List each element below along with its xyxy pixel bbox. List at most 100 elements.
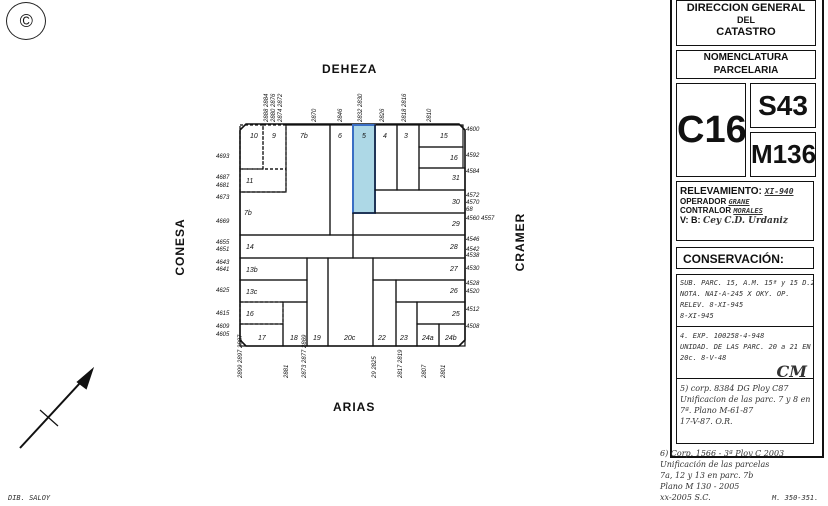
parcel-9[interactable] — [262, 124, 287, 170]
parcel-6[interactable] — [329, 124, 354, 236]
parcel-28[interactable] — [352, 234, 466, 259]
house-number: 4615 — [216, 311, 230, 317]
survey-box: RELEVAMIENTO: XI-940 OPERADOR GRANE CONT… — [676, 181, 814, 241]
parcel-label: 22 — [377, 335, 386, 342]
parcel-label: 4 — [383, 133, 387, 140]
house-number: 4693 — [216, 154, 230, 160]
parcel-label: 29 — [451, 221, 460, 228]
house-number: 4528 — [466, 281, 480, 287]
house-number: 4673 — [216, 195, 230, 201]
parcel-label: 11 — [246, 178, 253, 185]
initials: CM — [776, 362, 807, 381]
house-number: 4520 — [466, 289, 480, 295]
parcel-label: 16 — [246, 311, 254, 318]
house-number: 4655 — [216, 240, 230, 246]
house-number: 4542 — [466, 247, 480, 253]
street-arias: ARIAS — [333, 400, 376, 414]
relevamiento-label: RELEVAMIENTO: — [680, 186, 762, 197]
parcel-label: 17 — [258, 335, 267, 342]
parcel-label: 23 — [399, 335, 408, 342]
parcel-label: 27 — [449, 266, 459, 273]
house-number: 4669 — [216, 219, 230, 225]
house-number: 4643 — [216, 260, 230, 266]
conservacion-label: CONSERVACIÓN: — [676, 247, 814, 269]
parcel-3[interactable] — [396, 124, 420, 191]
house-number: 2874 2872 — [278, 93, 284, 123]
parcel-29[interactable] — [352, 212, 466, 236]
house-number: 2807 — [422, 364, 428, 379]
parcel-19[interactable] — [306, 257, 329, 347]
circunscripcion: C16 — [676, 83, 747, 177]
parcel-label: 26 — [449, 288, 458, 295]
house-number: 2873 2877 2869 — [302, 334, 308, 379]
parcel-11[interactable] — [239, 168, 287, 193]
house-number: 4530 — [466, 266, 480, 272]
parcel-label: 28 — [449, 244, 458, 251]
house-number: 4572 — [466, 193, 480, 199]
parcel-label: 13c — [246, 289, 258, 296]
vb-label: V: B: — [680, 215, 701, 225]
note6-line: xx-2005 S.C. — [660, 493, 711, 502]
parcel-label: 7b — [300, 133, 308, 140]
house-number: 4687 — [216, 175, 230, 181]
parcel-24b[interactable] — [438, 323, 466, 347]
house-number: 4546 — [466, 237, 480, 243]
parcel-label: 24a — [421, 335, 434, 342]
parcel-label: 20c — [343, 335, 356, 342]
sheet-ref: M. 350-351. — [772, 494, 819, 502]
parcel-label: 30 — [452, 199, 460, 206]
note-line: 5) corp. 8384 DG Ploy C87 — [680, 384, 789, 393]
note6-line: Plano M 130 - 2005 — [660, 482, 740, 491]
operador-value: GRANE — [728, 198, 750, 206]
stamp: © — [6, 2, 46, 40]
conservacion-line: 4. EXP. 100258-4-948 — [680, 332, 765, 340]
note-line: 17-V-87. O.R. — [680, 417, 733, 426]
house-number: 2880 2876 — [271, 93, 277, 123]
title-block: DIRECCION GENERAL DEL CATASTRO NOMENCLAT… — [670, 0, 824, 458]
house-number: 4641 — [216, 267, 229, 273]
conservacion-line: UNIDAD. DE LAS PARC. 20 a 21 EN — [680, 343, 811, 351]
nomenclature-line: PARCELARIA — [713, 65, 779, 76]
note-line: 7ª. Plano M-61-87 — [680, 406, 754, 415]
note6-line: 7a, 12 y 13 en parc. 7b — [660, 471, 754, 480]
house-number: 4512 — [466, 307, 480, 313]
agency-line: DEL — [737, 15, 755, 25]
contralor-value: MORALES — [733, 207, 763, 215]
parcel-label: 31 — [452, 175, 460, 182]
parcel-label: 24b — [444, 335, 457, 342]
vb-signature: Cey C.D. Urdaniz — [703, 216, 788, 226]
contralor-label: CONTRALOR — [680, 206, 732, 215]
house-number: 4605 — [216, 332, 230, 338]
house-number: 2888 2884 — [264, 93, 270, 123]
parcel-label: 13b — [246, 267, 258, 274]
parcel-label: 9 — [272, 133, 276, 140]
parcel-20c[interactable] — [327, 257, 374, 347]
parcel-10[interactable] — [239, 124, 264, 170]
house-number: 4570 — [466, 200, 480, 206]
parcel-label: 3 — [404, 133, 408, 140]
seccion: S43 — [750, 83, 816, 128]
north-arrow — [19, 366, 95, 449]
parcel-label: 19 — [313, 335, 321, 342]
house-number: 4584 — [466, 169, 480, 175]
parcel-7b — [239, 124, 331, 236]
house-number: 2832 2830 — [358, 93, 364, 123]
parcel-label: 14 — [246, 244, 254, 251]
parcel-14[interactable] — [239, 234, 354, 259]
house-number: 2810 — [427, 108, 433, 123]
note-line: Unificacion de las parc. 7 y 8 en parc. — [680, 395, 813, 404]
house-number: 2870 — [312, 108, 318, 123]
conservacion-line: NOTA. NAI-A-245 X OKY. OP. — [680, 290, 790, 298]
note6-line: 6) Corp. 1566 - 3ª Ploy C 2003 — [660, 449, 785, 458]
house-number: 68 — [466, 207, 473, 213]
house-number: 4609 — [216, 324, 230, 330]
conservacion-line: 20c. 8-V-48 — [680, 354, 727, 362]
note6-line: Unificación de las parcelas — [660, 460, 770, 469]
house-number: 2846 — [338, 108, 344, 123]
conservacion-line: RELEV. 8-XI-945 — [680, 301, 744, 309]
parcel-label: 7b — [244, 210, 252, 217]
relevamiento-value: XI-940 — [764, 187, 794, 196]
parcel-label: 6 — [338, 133, 342, 140]
